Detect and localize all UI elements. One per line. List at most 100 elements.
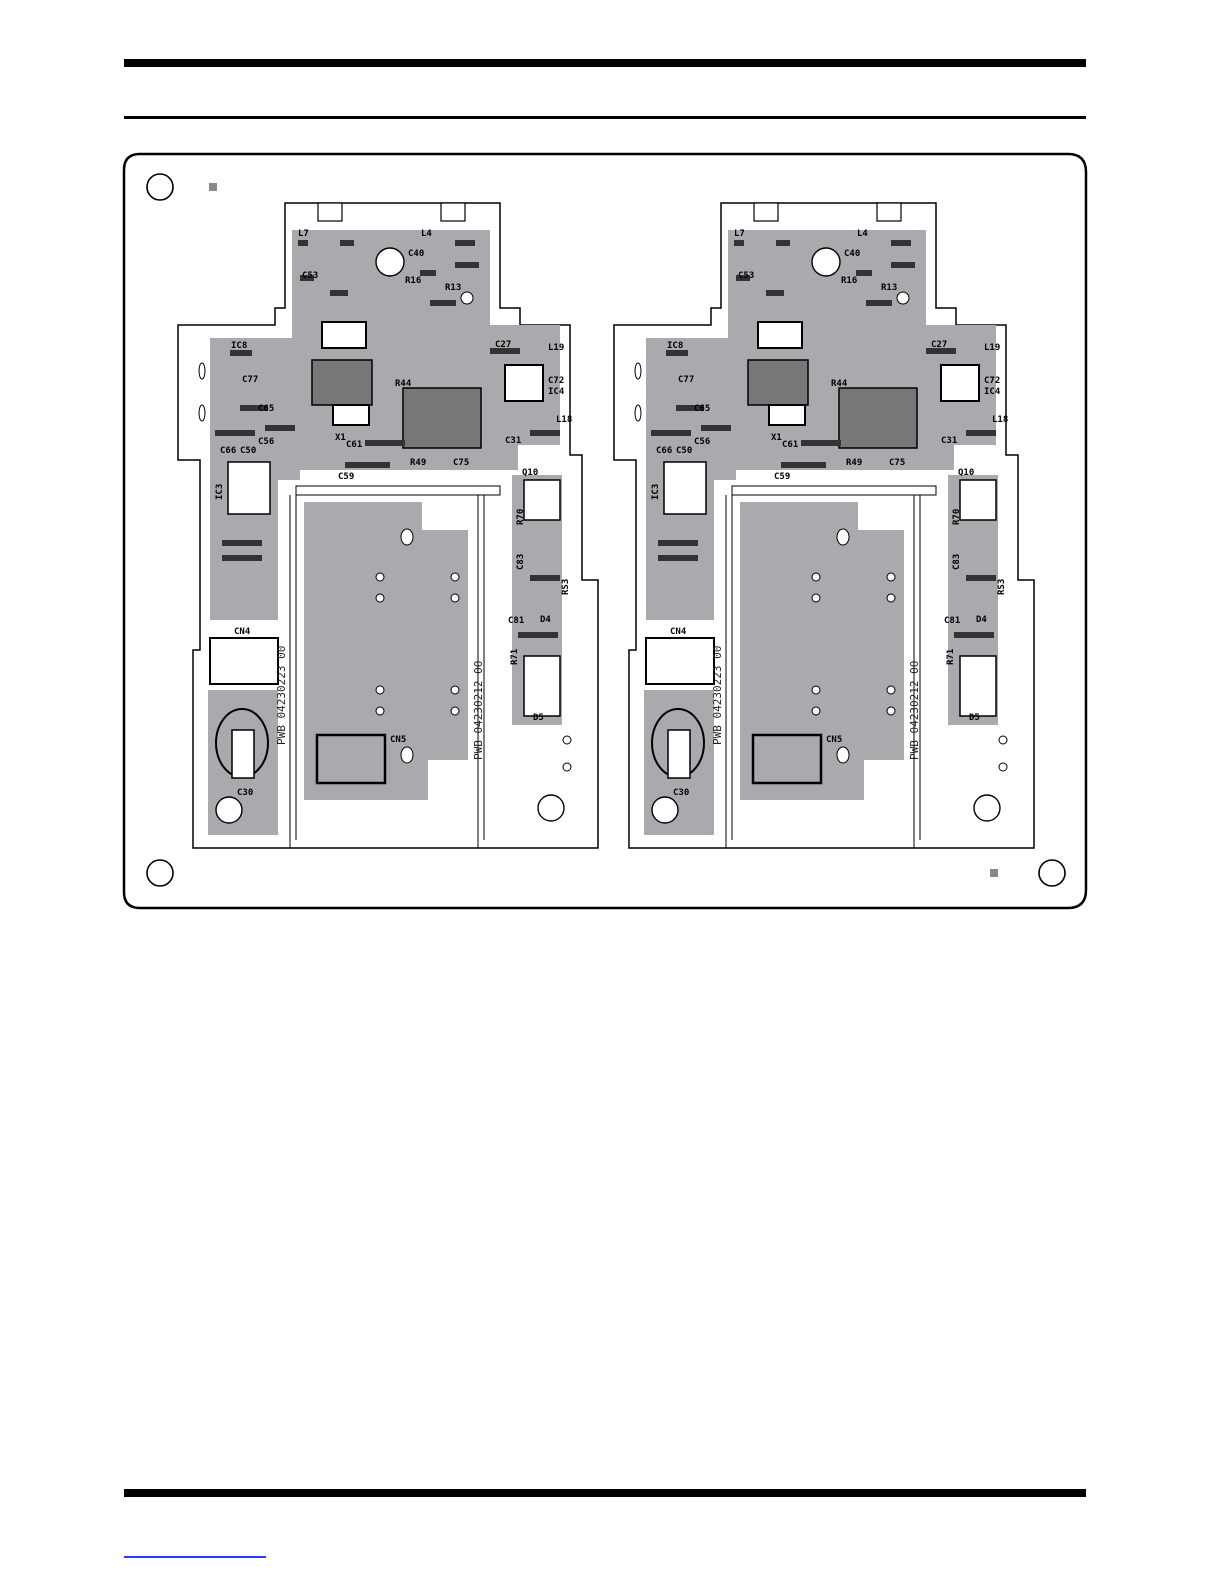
panel-outline <box>122 152 1088 910</box>
slot-cutout <box>289 495 297 848</box>
silk-label: C40 <box>408 249 424 259</box>
silk-label: L18 <box>556 415 572 425</box>
crystal <box>321 321 367 349</box>
pwb-marking: PWB 04230212 00 <box>472 661 485 760</box>
smd-pad <box>530 575 560 581</box>
silk-label: C83 <box>952 554 962 570</box>
footer-link-underline[interactable] <box>124 1556 266 1558</box>
copper-main-area <box>304 502 468 800</box>
smd-pad <box>658 540 698 546</box>
pwb-marking: PWB 04230223 00 <box>711 646 724 745</box>
silk-label: L7 <box>298 229 309 239</box>
via <box>562 735 572 745</box>
silk-label: R44 <box>831 379 848 389</box>
ic-package <box>940 364 980 402</box>
switch-lever <box>231 729 255 779</box>
board-contour <box>613 202 1035 849</box>
ic-package <box>227 461 271 515</box>
silk-label: R16 <box>405 276 421 286</box>
silk-label: CN4 <box>670 627 687 637</box>
connector-tab <box>753 202 779 222</box>
pcb-board-left: L7 L4 IC8 C27 L19 C72 IC4 L18 C31 X1 C75… <box>177 202 599 849</box>
silk-label: L19 <box>548 343 564 353</box>
silk-label: C40 <box>844 249 860 259</box>
board-contour <box>177 202 599 849</box>
silk-label: X1 <box>771 433 782 443</box>
via <box>886 706 896 716</box>
silk-label: CN5 <box>390 735 406 745</box>
ic-package <box>838 387 918 449</box>
crystal-x1 <box>332 404 370 426</box>
pwb-marking: PWB 04230212 00 <box>908 661 921 760</box>
connector-tab <box>317 202 343 222</box>
silk-label: R71 <box>510 649 520 665</box>
silk-label: L18 <box>992 415 1008 425</box>
smd-pad <box>734 240 744 246</box>
via <box>634 362 642 380</box>
silk-label: X1 <box>335 433 346 443</box>
slot-cutout <box>731 485 937 496</box>
mounting-hole <box>973 794 1001 822</box>
smd-pad <box>856 270 872 276</box>
silk-label: C61 <box>346 440 362 450</box>
silk-label: C66 <box>220 446 236 456</box>
silk-label: C30 <box>237 788 253 798</box>
silk-label: R16 <box>841 276 857 286</box>
silk-label: C77 <box>678 375 694 385</box>
slot-cutout <box>295 485 501 496</box>
via <box>811 685 821 695</box>
smd-pad <box>666 350 688 356</box>
smd-pad <box>954 632 994 638</box>
silk-label: R70 <box>952 509 962 525</box>
mounting-hole <box>811 247 841 277</box>
silk-label: C53 <box>302 271 318 281</box>
silk-label: Q10 <box>522 468 538 478</box>
smd-pad <box>891 240 911 246</box>
header-rule-thick <box>124 59 1086 67</box>
crystal <box>757 321 803 349</box>
connector-tab <box>876 202 902 222</box>
via <box>198 404 206 422</box>
crystal-x1 <box>768 404 806 426</box>
pwb-marking: PWB 04230223 00 <box>275 646 288 745</box>
silk-label: Q10 <box>958 468 974 478</box>
via <box>811 706 821 716</box>
smd-pad <box>430 300 456 306</box>
silk-label: R13 <box>881 283 897 293</box>
silk-label: RS3 <box>997 579 1007 595</box>
smd-pad <box>420 270 436 276</box>
via <box>836 528 850 546</box>
smd-pad <box>676 405 704 411</box>
silk-label: RS3 <box>561 579 571 595</box>
smd-pad <box>651 430 691 436</box>
via <box>811 572 821 582</box>
ic-package <box>523 655 561 717</box>
silk-label: C75 <box>453 458 469 468</box>
silk-label: D4 <box>976 615 987 625</box>
silk-label: C83 <box>516 554 526 570</box>
smd-pad <box>265 425 295 431</box>
silk-label: C27 <box>931 340 947 350</box>
silk-label: C75 <box>889 458 905 468</box>
via <box>811 593 821 603</box>
silk-label: C77 <box>242 375 258 385</box>
connector-cn5 <box>315 733 387 785</box>
via <box>375 706 385 716</box>
silk-label: L4 <box>857 229 868 239</box>
connector-tab <box>440 202 466 222</box>
silk-label: C59 <box>774 472 790 482</box>
silk-label: C56 <box>694 437 710 447</box>
via <box>400 746 414 764</box>
via <box>460 291 474 305</box>
silk-label: C50 <box>676 446 692 456</box>
smd-pad <box>215 430 255 436</box>
smd-pad <box>340 240 354 246</box>
silk-label: C31 <box>505 436 521 446</box>
silk-label: C53 <box>738 271 754 281</box>
smd-pad <box>365 440 405 446</box>
header-rule-thin <box>124 116 1086 119</box>
smd-pad <box>766 290 784 296</box>
ic-package <box>523 479 561 521</box>
silk-label: R49 <box>846 458 862 468</box>
smd-pad <box>776 240 790 246</box>
